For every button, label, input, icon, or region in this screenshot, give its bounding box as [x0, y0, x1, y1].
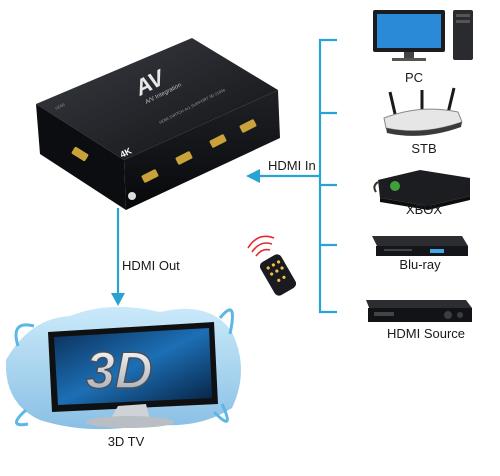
pc-icon	[373, 10, 473, 61]
hdmi-switch-box: AV A/V Integration HDMI SWITCH 4x1 SUPPO…	[36, 38, 280, 210]
input-arrow-head	[246, 169, 260, 183]
xbox-icon	[373, 170, 470, 210]
label-hdmi-source: HDMI Source	[387, 326, 465, 341]
svg-text:HDMI: HDMI	[54, 102, 65, 111]
4k-badge: 4K	[118, 145, 133, 159]
media-player-icon	[366, 300, 472, 322]
router-icon	[383, 87, 463, 136]
remote-control-icon	[247, 235, 297, 296]
output-line	[111, 208, 125, 306]
label-input: HDMI In	[268, 158, 316, 173]
tv-icon: 3D	[5, 306, 241, 430]
label-pc: PC	[405, 70, 423, 85]
label-output: HDMI Out	[122, 258, 180, 273]
label-xbox: XBOX	[406, 202, 442, 217]
bluray-player-icon	[372, 236, 468, 256]
label-stb: STB	[411, 141, 436, 156]
input-bus	[258, 38, 337, 314]
label-3d-tv: 3D TV	[108, 434, 145, 449]
screen-3d-text: 3D	[86, 342, 152, 400]
hdmi-input-ports	[141, 119, 257, 183]
hdmi-output-port	[71, 146, 89, 162]
power-led	[128, 192, 136, 200]
label-bluray: Blu-ray	[399, 257, 441, 272]
